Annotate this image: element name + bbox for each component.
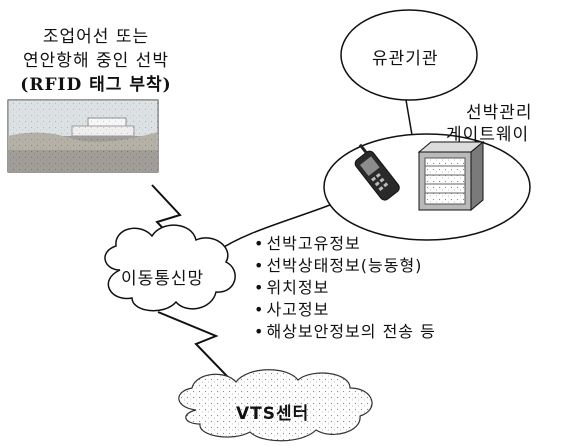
agency-ellipse: [340, 9, 478, 101]
gateway-label-line-1: 선박관리: [466, 103, 533, 123]
server-icon: [417, 140, 485, 212]
vts-cloud: [178, 369, 373, 442]
mobile-network-label: 이동통신망: [121, 269, 205, 289]
network-vts-zigzag: [157, 311, 253, 403]
agency-label: 유관기관: [372, 49, 439, 69]
info-item-accident: 사고정보: [254, 299, 436, 321]
mobile-network-cloud: [104, 224, 236, 312]
info-item-position: 위치정보: [254, 277, 436, 299]
mobile-phone-icon: [354, 143, 400, 201]
agency-gateway-link: [405, 99, 413, 136]
gateway-label-line-2: 게이트웨이: [446, 125, 530, 145]
vessel-caption-line-2: 연안항해 중인 선박: [23, 51, 169, 71]
info-item-vessel-status: 선박상태정보(능동형): [254, 255, 436, 277]
vts-center-label: VTS센터: [236, 404, 310, 424]
info-list: 선박고유정보 선박상태정보(능동형) 위치정보 사고정보 해상보안정보의 전송 …: [254, 233, 436, 343]
vessel-photo: [7, 99, 159, 173]
vessel-caption-line-1: 조업어선 또는: [42, 27, 150, 47]
network-gateway-link: [215, 204, 331, 253]
vessel-caption-line-3: (RFID 태그 부착): [20, 75, 172, 95]
info-item-vessel-id: 선박고유정보: [254, 233, 436, 255]
info-item-security: 해상보안정보의 전송 등: [254, 321, 436, 343]
